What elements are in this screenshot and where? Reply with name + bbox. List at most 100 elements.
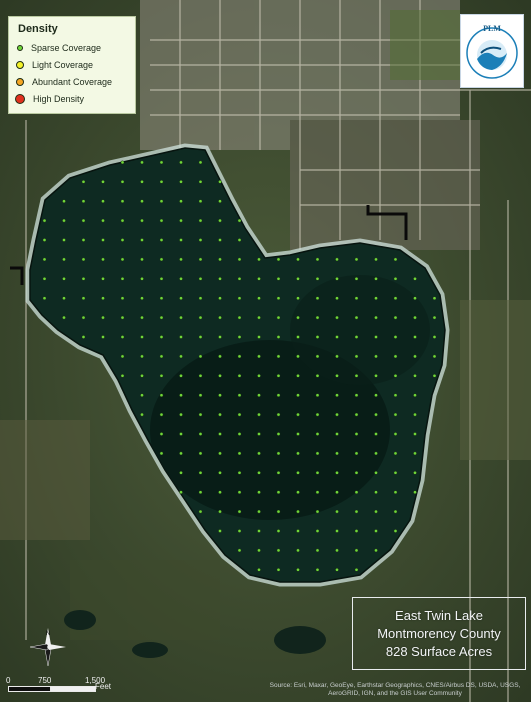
sparse-coverage-point xyxy=(335,548,339,553)
sparse-coverage-point xyxy=(140,257,144,262)
sparse-coverage-point xyxy=(198,354,203,359)
sparse-coverage-point xyxy=(42,218,47,223)
sparse-coverage-point xyxy=(42,238,47,242)
sparse-coverage-point xyxy=(276,354,281,359)
sparse-coverage-point xyxy=(179,315,183,320)
sparse-coverage-point xyxy=(374,354,378,359)
sparse-coverage-point xyxy=(140,354,144,359)
sparse-coverage-point xyxy=(42,296,47,301)
sparse-coverage-point xyxy=(179,470,183,475)
sparse-coverage-point xyxy=(42,257,47,262)
sparse-coverage-point xyxy=(315,548,320,553)
sparse-coverage-point xyxy=(374,509,378,514)
road-grid xyxy=(25,0,531,702)
sparse-coverage-point xyxy=(296,568,300,572)
sparse-coverage-point xyxy=(101,315,105,320)
sparse-coverage-point xyxy=(101,179,105,184)
sparse-coverage-point xyxy=(335,393,339,398)
sparse-coverage-point xyxy=(315,276,320,281)
imagery-attribution: Source: Esri, Maxar, GeoEye, Earthstar G… xyxy=(269,682,521,697)
sparse-coverage-point xyxy=(296,393,300,398)
sparse-coverage-point xyxy=(296,470,300,475)
sparse-coverage-point xyxy=(257,373,261,378)
sparse-coverage-point xyxy=(218,393,222,398)
sparse-coverage-point xyxy=(140,160,144,165)
sparse-coverage-point xyxy=(198,490,203,495)
sparse-coverage-point xyxy=(374,451,378,456)
sparse-coverage-point xyxy=(198,218,203,223)
sparse-coverage-point xyxy=(81,179,86,184)
sparse-coverage-point xyxy=(276,296,281,301)
sparse-coverage-point xyxy=(315,354,320,359)
sparse-coverage-point xyxy=(393,432,398,436)
sparse-coverage-point xyxy=(393,393,398,398)
sparse-coverage-point xyxy=(257,470,261,475)
scale-tick-2: 1,500 xyxy=(85,676,106,685)
sparse-coverage-point xyxy=(393,509,398,514)
sparse-coverage-point xyxy=(159,354,164,359)
sparse-coverage-point xyxy=(374,393,378,398)
sparse-coverage-point xyxy=(296,490,300,495)
legend-item-abundant: Abundant Coverage xyxy=(16,75,113,89)
sparse-coverage-point xyxy=(179,257,183,262)
sparse-coverage-point xyxy=(276,451,281,456)
sparse-coverage-point xyxy=(413,412,417,417)
sparse-coverage-point xyxy=(276,412,281,417)
sparse-coverage-point xyxy=(218,354,222,359)
sparse-coverage-point xyxy=(237,296,242,301)
sparse-coverage-point xyxy=(315,470,320,475)
sparse-coverage-point xyxy=(140,373,144,378)
field-patches xyxy=(0,10,531,640)
legend-label-high: High Density xyxy=(33,94,85,104)
sparse-coverage-point xyxy=(42,276,47,281)
legend-label-sparse: Sparse Coverage xyxy=(31,43,102,53)
sparse-coverage-point xyxy=(81,238,86,242)
sparse-coverage-point xyxy=(354,393,359,398)
sparse-coverage-point xyxy=(179,490,183,495)
sparse-coverage-point xyxy=(354,529,359,533)
lake-deep-basin xyxy=(150,340,390,520)
sparse-coverage-point xyxy=(237,373,242,378)
sparse-coverage-point xyxy=(335,373,339,378)
sparse-coverage-point xyxy=(120,315,125,320)
logo-top-text: PLM xyxy=(483,24,501,33)
sparse-coverage-point xyxy=(218,276,222,281)
legend-item-sparse: Sparse Coverage xyxy=(17,41,101,55)
sparse-coverage-point xyxy=(257,548,261,553)
sparse-coverage-point xyxy=(159,315,164,320)
sparse-coverage-point xyxy=(101,218,105,223)
survey-points xyxy=(42,160,437,572)
sparse-coverage-point xyxy=(393,335,398,339)
sparse-coverage-point xyxy=(276,373,281,378)
light-swatch-icon xyxy=(16,61,24,69)
sparse-coverage-point xyxy=(432,335,437,339)
sparse-coverage-point xyxy=(296,276,300,281)
sparse-coverage-point xyxy=(198,509,203,514)
sparse-coverage-point xyxy=(257,490,261,495)
sparse-coverage-point xyxy=(276,568,281,572)
sparse-coverage-point xyxy=(237,276,242,281)
sparse-coverage-point xyxy=(413,373,417,378)
legend-label-abundant: Abundant Coverage xyxy=(32,77,113,87)
sparse-coverage-point xyxy=(354,296,359,301)
sparse-coverage-point xyxy=(315,412,320,417)
sparse-coverage-point xyxy=(257,276,261,281)
sparse-coverage-point xyxy=(374,296,378,301)
sparse-coverage-point xyxy=(315,393,320,398)
sparse-coverage-point xyxy=(62,257,66,262)
sparse-coverage-point xyxy=(62,296,66,301)
sparse-coverage-point xyxy=(413,432,417,436)
sparse-coverage-point xyxy=(296,354,300,359)
sparse-coverage-point xyxy=(257,529,261,533)
map-title-box: East Twin Lake Montmorency County 828 Su… xyxy=(352,597,526,670)
sparse-coverage-point xyxy=(257,393,261,398)
docks xyxy=(10,205,408,285)
sparse-coverage-point xyxy=(315,335,320,339)
sparse-coverage-point xyxy=(276,548,281,553)
sparse-coverage-point xyxy=(198,451,203,456)
sparse-coverage-point xyxy=(257,354,261,359)
sparse-coverage-point xyxy=(81,199,86,203)
sparse-coverage-point xyxy=(276,509,281,514)
sparse-coverage-point xyxy=(120,238,125,242)
surface-area: 828 Surface Acres xyxy=(385,644,493,659)
